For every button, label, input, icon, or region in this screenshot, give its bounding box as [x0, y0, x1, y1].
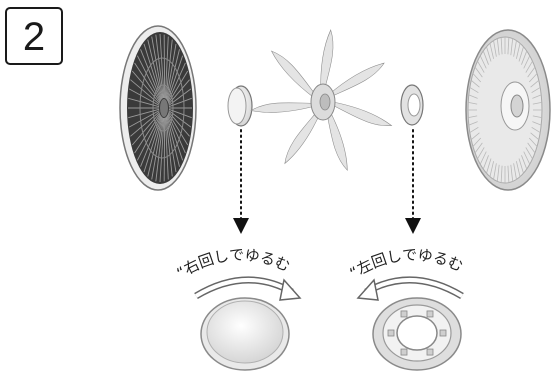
rear-guard-icon [466, 30, 550, 190]
counterclockwise-arrow-icon [358, 280, 462, 300]
front-guard-icon [120, 26, 196, 190]
left-instruction-label: “右回しでゆるむ [173, 246, 292, 282]
cap-top-view-icon [201, 298, 289, 370]
blade-cap-icon [228, 86, 252, 126]
spinner-icon [401, 85, 423, 125]
clockwise-arrow-icon [196, 280, 300, 300]
spinner-top-view-icon [373, 298, 461, 370]
fan-blade-icon [251, 30, 394, 171]
